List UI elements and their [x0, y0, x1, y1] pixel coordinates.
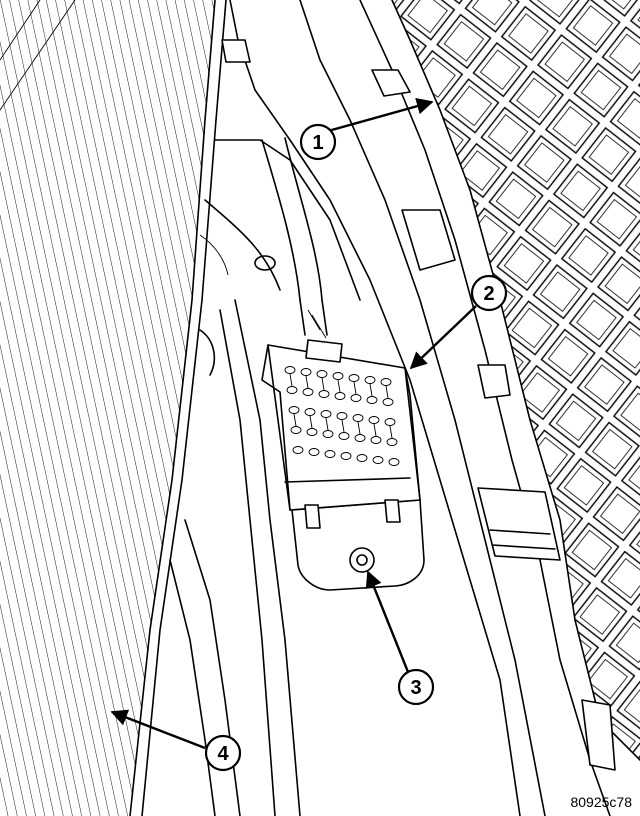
- radiator-panel: [0, 0, 227, 816]
- callout-1: 1: [299, 123, 337, 161]
- leader-2: [409, 305, 477, 370]
- callout-2-label: 2: [483, 283, 494, 305]
- callout-4-label: 4: [217, 743, 229, 765]
- connector-pins: [284, 366, 400, 466]
- callout-4: 4: [204, 734, 242, 772]
- callout-3: 3: [397, 668, 435, 706]
- grille: [359, 0, 640, 816]
- callout-2: 2: [470, 274, 508, 312]
- callout-3-label: 3: [410, 677, 421, 699]
- mounting-bolt: [349, 547, 375, 573]
- figure-id: 80925c78: [570, 794, 632, 810]
- grille-clip: [477, 487, 616, 771]
- electrical-connector: [261, 339, 421, 529]
- wiring-harness: [261, 137, 328, 339]
- leader-3: [365, 570, 410, 673]
- callout-1-label: 1: [312, 132, 323, 154]
- upper-clip: [221, 39, 511, 399]
- leader-4: [110, 709, 206, 750]
